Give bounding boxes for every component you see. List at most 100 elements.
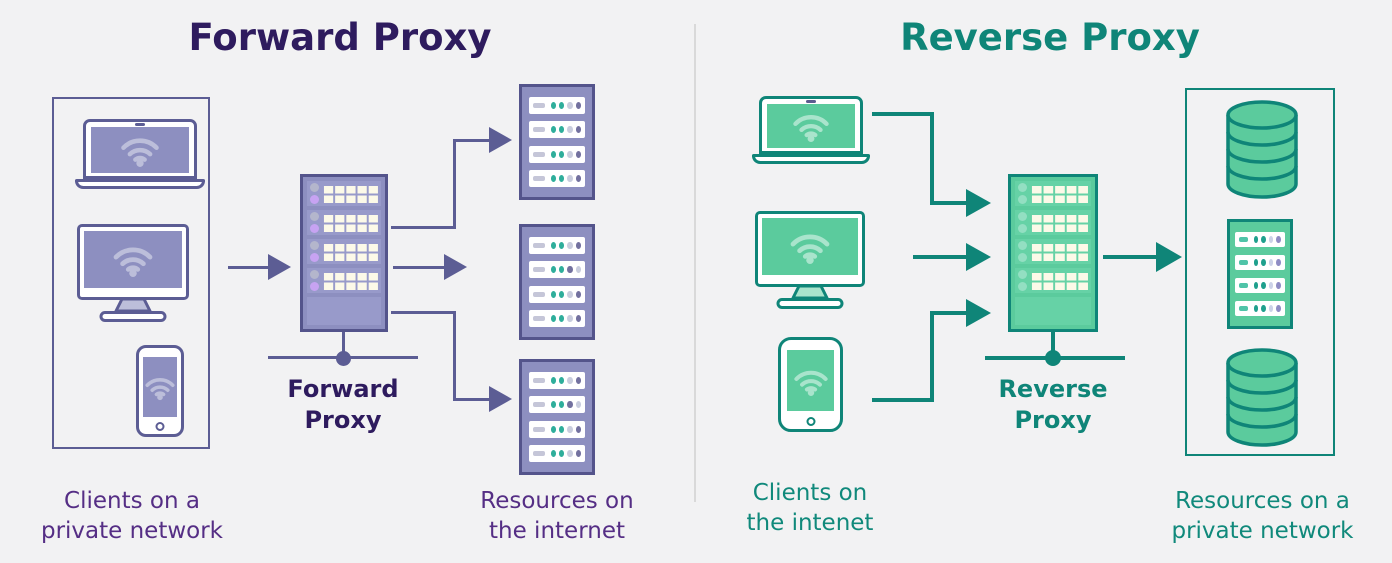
- server-slat: [529, 96, 585, 114]
- vent-dash-icon: [533, 176, 545, 182]
- vent-dash-icon: [533, 316, 545, 322]
- monitor-icon: [755, 211, 865, 309]
- database-icon: [1226, 100, 1298, 199]
- wifi-icon: [793, 115, 829, 142]
- server-slat: [529, 371, 585, 389]
- laptop-icon: [75, 119, 205, 189]
- caption-line: the internet: [489, 518, 625, 544]
- monitor-frame: [77, 224, 189, 300]
- node-dot-icon: [336, 351, 351, 366]
- caption-line: the intenet: [746, 510, 874, 536]
- server-slat: [1235, 301, 1285, 316]
- led-icon: [310, 270, 319, 279]
- server-slat: [529, 420, 585, 438]
- line-segment: [930, 201, 968, 205]
- led-icon: [1018, 224, 1027, 233]
- server-stack-icon: [519, 359, 595, 475]
- cell-grid-icon: [1030, 271, 1088, 290]
- caption-line: private network: [1171, 518, 1354, 544]
- server-stack-icon: [519, 84, 595, 200]
- vent-dash-icon: [1239, 237, 1248, 242]
- server-slat: [529, 236, 585, 254]
- line-segment: [913, 255, 968, 259]
- caption-line: Resources on: [480, 488, 634, 514]
- reverse-clients-caption: Clients on the intenet: [690, 478, 930, 538]
- reverse-resources-caption: Resources on a private network: [1140, 486, 1385, 546]
- laptop-base: [752, 154, 870, 164]
- reverse-proxy-label-line2: Proxy: [1014, 406, 1092, 434]
- server-slat: [529, 445, 585, 463]
- reverse-proxy-label-line1: Reverse: [998, 375, 1108, 403]
- line-segment: [1051, 332, 1055, 358]
- arrow-icon: [966, 189, 991, 217]
- database-icon: [1226, 348, 1298, 447]
- camera-icon: [135, 123, 145, 126]
- laptop-screen: [83, 119, 197, 179]
- rack-base-panel: [307, 297, 381, 325]
- led-icon: [1018, 270, 1027, 279]
- server-slat: [529, 261, 585, 279]
- line-segment: [393, 266, 445, 269]
- led-icon: [1018, 195, 1027, 204]
- server-stack-icon: [1227, 219, 1293, 329]
- reverse-title: Reverse Proxy: [900, 16, 1200, 59]
- caption-line: Clients on a: [64, 488, 200, 514]
- wifi-icon: [145, 378, 175, 401]
- led-icon: [310, 224, 319, 233]
- arrow-icon: [966, 243, 991, 271]
- rack-row: [307, 239, 381, 264]
- home-button-icon: [155, 422, 165, 431]
- rack-row: [1015, 181, 1091, 206]
- forward-clients-caption: Clients on a private network: [12, 486, 252, 546]
- rack-row: [307, 268, 381, 293]
- rack-base-panel: [1015, 297, 1091, 325]
- line-segment: [391, 311, 456, 314]
- line-segment: [228, 266, 272, 269]
- wifi-icon: [793, 370, 828, 396]
- arrow-icon: [489, 127, 512, 153]
- led-icon: [310, 195, 319, 204]
- vent-dash-icon: [533, 127, 545, 133]
- laptop-base: [75, 179, 205, 189]
- line-segment: [453, 311, 456, 401]
- vent-dash-icon: [533, 267, 545, 273]
- vent-dash-icon: [533, 102, 545, 108]
- server-slat: [529, 145, 585, 163]
- led-icon: [1018, 241, 1027, 250]
- led-icon: [310, 183, 319, 192]
- vent-dash-icon: [1239, 283, 1248, 288]
- led-icon: [1018, 253, 1027, 262]
- vent-dash-icon: [533, 151, 545, 157]
- server-slat: [1235, 278, 1285, 293]
- server-slat: [529, 310, 585, 328]
- server-stack-icon: [519, 224, 595, 340]
- forward-proxy-label: Forward Proxy: [263, 374, 423, 436]
- server-slat: [1235, 255, 1285, 270]
- led-icon: [310, 282, 319, 291]
- server-slat: [529, 121, 585, 139]
- arrow-icon: [1156, 242, 1182, 272]
- cell-grid-icon: [322, 242, 378, 261]
- forward-resources-caption: Resources on the internet: [447, 486, 667, 546]
- forward-proxy-label-line1: Forward: [287, 375, 399, 403]
- led-icon: [1018, 282, 1027, 291]
- cell-grid-icon: [322, 184, 378, 203]
- rack-row: [1015, 268, 1091, 293]
- line-segment: [453, 139, 456, 229]
- vent-dash-icon: [1239, 306, 1248, 311]
- server-slat: [529, 396, 585, 414]
- caption-line: Resources on a: [1175, 488, 1350, 514]
- cell-grid-icon: [1030, 184, 1088, 203]
- arrow-icon: [489, 386, 512, 412]
- rack-row: [1015, 239, 1091, 264]
- node-dot-icon: [1045, 350, 1061, 366]
- vent-dash-icon: [533, 377, 545, 383]
- forward-proxy-label-line2: Proxy: [304, 406, 382, 434]
- arrow-icon: [268, 254, 291, 280]
- cell-grid-icon: [1030, 242, 1088, 261]
- laptop-screen: [759, 96, 863, 154]
- caption-line: private network: [40, 518, 224, 544]
- line-segment: [391, 226, 456, 229]
- phone-screen: [143, 357, 177, 417]
